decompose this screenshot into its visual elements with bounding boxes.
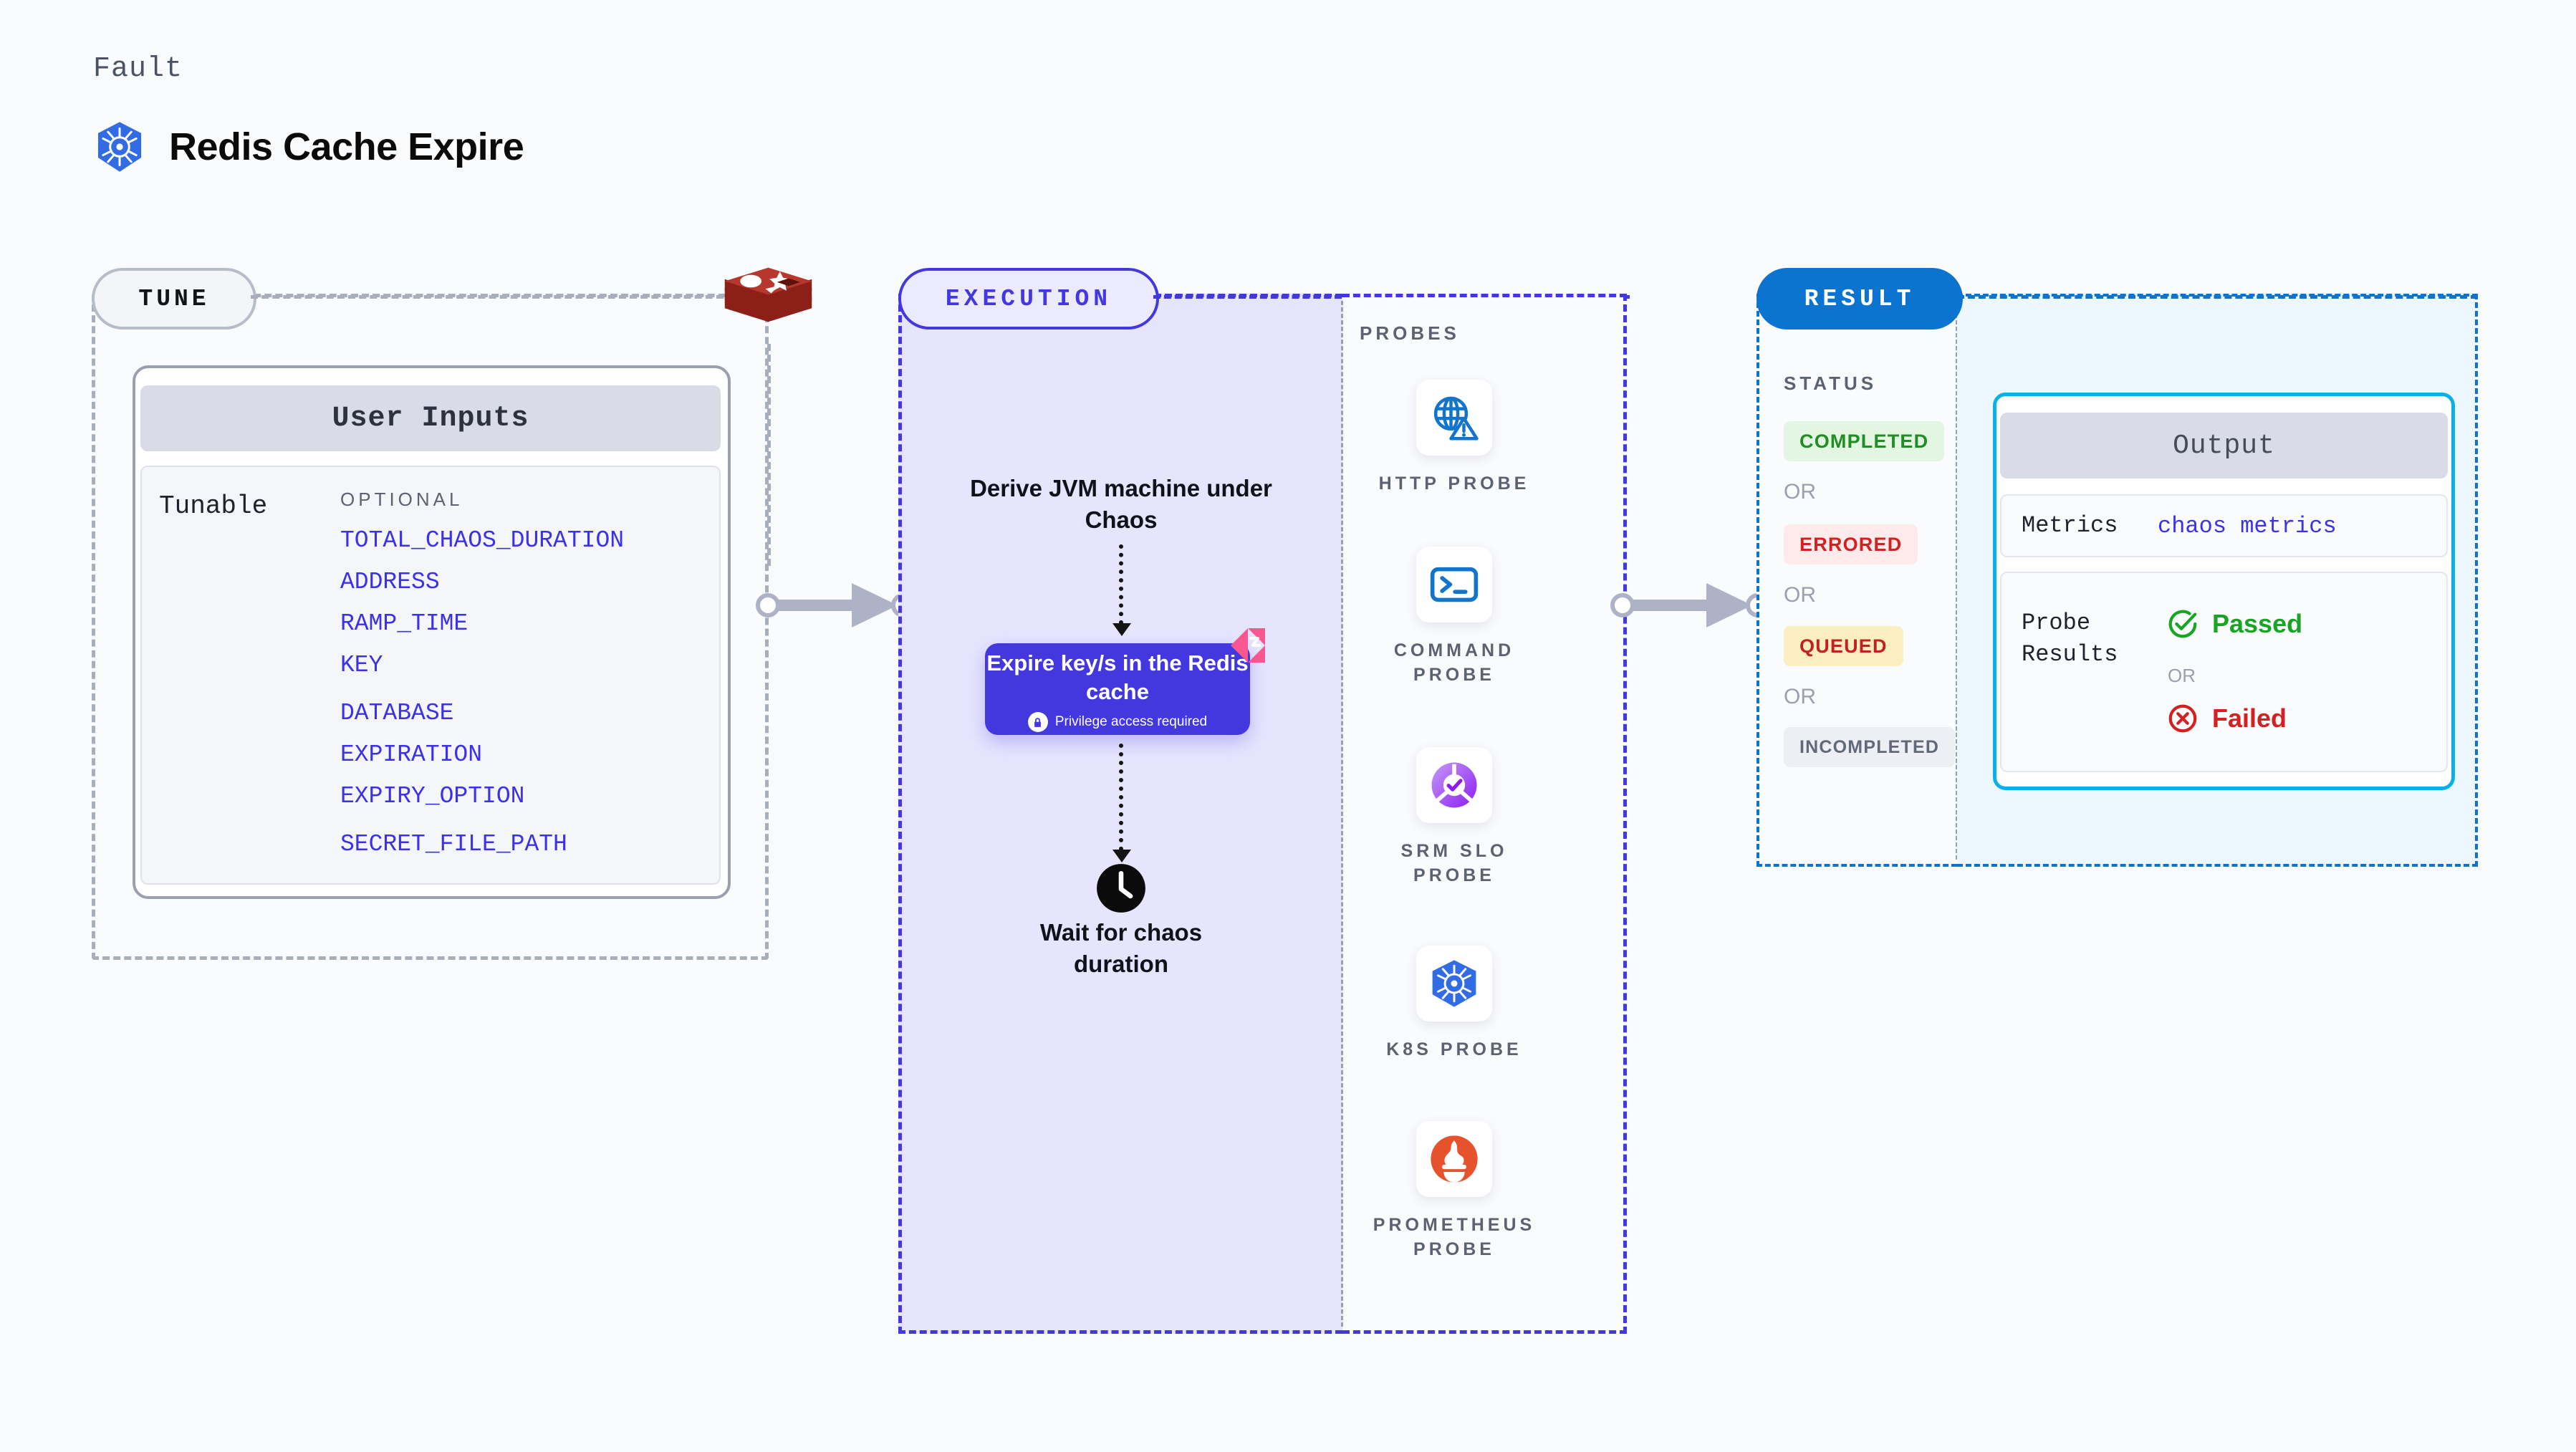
execution-to-result-arrow <box>1610 583 1770 628</box>
execution-badge[interactable]: EXECUTION <box>898 268 1159 330</box>
probe-item-command[interactable]: COMMAND PROBE <box>1361 547 1547 687</box>
privilege-note: Privilege access required <box>1027 712 1208 732</box>
tunable-label: Tunable <box>159 491 268 521</box>
tunable-variable[interactable]: ADDRESS <box>340 569 440 595</box>
metrics-key: Metrics <box>2022 512 2118 539</box>
clock-icon <box>1097 864 1145 913</box>
failed-label: Failed <box>2212 703 2287 733</box>
execution-connector-1 <box>1119 544 1123 625</box>
redis-icon <box>724 267 812 322</box>
probe-label: PROMETHEUS PROBE <box>1373 1215 1536 1259</box>
probe-result-failed: Failed <box>2166 702 2287 735</box>
status-badge-completed: COMPLETED <box>1784 421 1945 461</box>
tunable-variable[interactable]: EXPIRATION <box>340 741 483 768</box>
passed-label: Passed <box>2212 609 2303 638</box>
page-kicker: Fault <box>93 53 183 85</box>
result-section-frame <box>1756 294 1957 867</box>
output-header: Output <box>2000 413 2448 479</box>
chaos-flag-icon <box>1231 628 1265 663</box>
result-badge-connector <box>1957 295 2478 299</box>
redis-drop-line <box>767 344 771 566</box>
page-title: Redis Cache Expire <box>169 125 524 168</box>
probe-label: SRM SLO PROBE <box>1400 841 1508 885</box>
page-title-row: Redis Cache Expire <box>93 120 524 173</box>
tune-badge[interactable]: TUNE <box>92 268 256 330</box>
optional-group-label: OPTIONAL <box>340 489 463 510</box>
tune-badge-connector <box>251 295 724 299</box>
status-or-2: OR <box>1784 583 1816 607</box>
terminal-icon <box>1416 547 1492 622</box>
probe-result-or: OR <box>2168 665 2196 686</box>
tunable-variable[interactable]: KEY <box>340 652 383 678</box>
status-title: STATUS <box>1784 372 1878 394</box>
probe-item-prometheus[interactable]: PROMETHEUS PROBE <box>1361 1121 1547 1261</box>
metrics-value[interactable]: chaos metrics <box>2158 512 2337 539</box>
probes-divider <box>1341 301 1343 1327</box>
srm-slo-icon <box>1416 747 1492 823</box>
probe-item-http[interactable]: HTTP PROBE <box>1361 380 1547 496</box>
tunable-variable-list: TOTAL_CHAOS_DURATION ADDRESS RAMP_TIME K… <box>340 520 624 865</box>
lock-icon <box>1027 712 1048 732</box>
result-badge[interactable]: RESULT <box>1756 268 1963 330</box>
tunable-variable[interactable]: EXPIRY_OPTION <box>340 783 525 809</box>
execution-arrowhead-1 <box>1112 623 1131 636</box>
tune-to-execution-arrow <box>756 583 915 628</box>
probes-title: PROBES <box>1360 322 1460 344</box>
user-inputs-body <box>140 466 721 885</box>
status-or-1: OR <box>1784 480 1816 504</box>
x-circle-icon <box>2168 704 2197 733</box>
probe-item-k8s[interactable]: K8S PROBE <box>1361 946 1547 1062</box>
globe-warning-icon <box>1416 380 1492 456</box>
probe-item-srm-slo[interactable]: SRM SLO PROBE <box>1361 747 1547 888</box>
user-inputs-header: User Inputs <box>140 385 721 451</box>
status-badge-queued: QUEUED <box>1784 626 1903 666</box>
result-divider <box>1956 301 1958 860</box>
status-badge-incompleted: INCOMPLETED <box>1784 727 1956 767</box>
probe-results-key: Probe Results <box>2022 610 2118 668</box>
execution-step-1-label: Derive JVM machine under Chaos <box>970 475 1272 533</box>
probe-label: HTTP PROBE <box>1378 473 1530 494</box>
privilege-note-text: Privilege access required <box>1054 714 1208 729</box>
output-probe-results-row: Probe Results Passed OR Failed <box>2000 572 2448 772</box>
status-badge-errored: ERRORED <box>1784 524 1918 564</box>
tunable-variable[interactable]: DATABASE <box>340 700 454 726</box>
prometheus-icon <box>1416 1121 1492 1197</box>
kubernetes-icon <box>1416 946 1492 1021</box>
tunable-variable[interactable]: RAMP_TIME <box>340 610 468 637</box>
tunable-variable[interactable]: TOTAL_CHAOS_DURATION <box>340 527 625 554</box>
execution-step-3-label: Wait for chaos duration <box>1039 919 1203 977</box>
kubernetes-icon <box>97 122 142 172</box>
status-or-3: OR <box>1784 685 1816 708</box>
check-circle-icon <box>2168 610 2197 638</box>
probe-label: COMMAND PROBE <box>1393 640 1515 685</box>
probe-result-passed: Passed <box>2166 607 2302 640</box>
probe-label: K8S PROBE <box>1386 1039 1522 1059</box>
chaos-action-title: Expire key/s in the Redis cache <box>986 650 1249 704</box>
chaos-action-card[interactable]: Expire key/s in the Redis cache Privileg… <box>985 643 1250 735</box>
execution-arrowhead-2 <box>1112 850 1131 862</box>
tunable-variable[interactable]: SECRET_FILE_PATH <box>340 831 567 857</box>
output-metrics-row: Metrics chaos metrics <box>2000 494 2448 557</box>
execution-connector-2 <box>1119 744 1123 851</box>
